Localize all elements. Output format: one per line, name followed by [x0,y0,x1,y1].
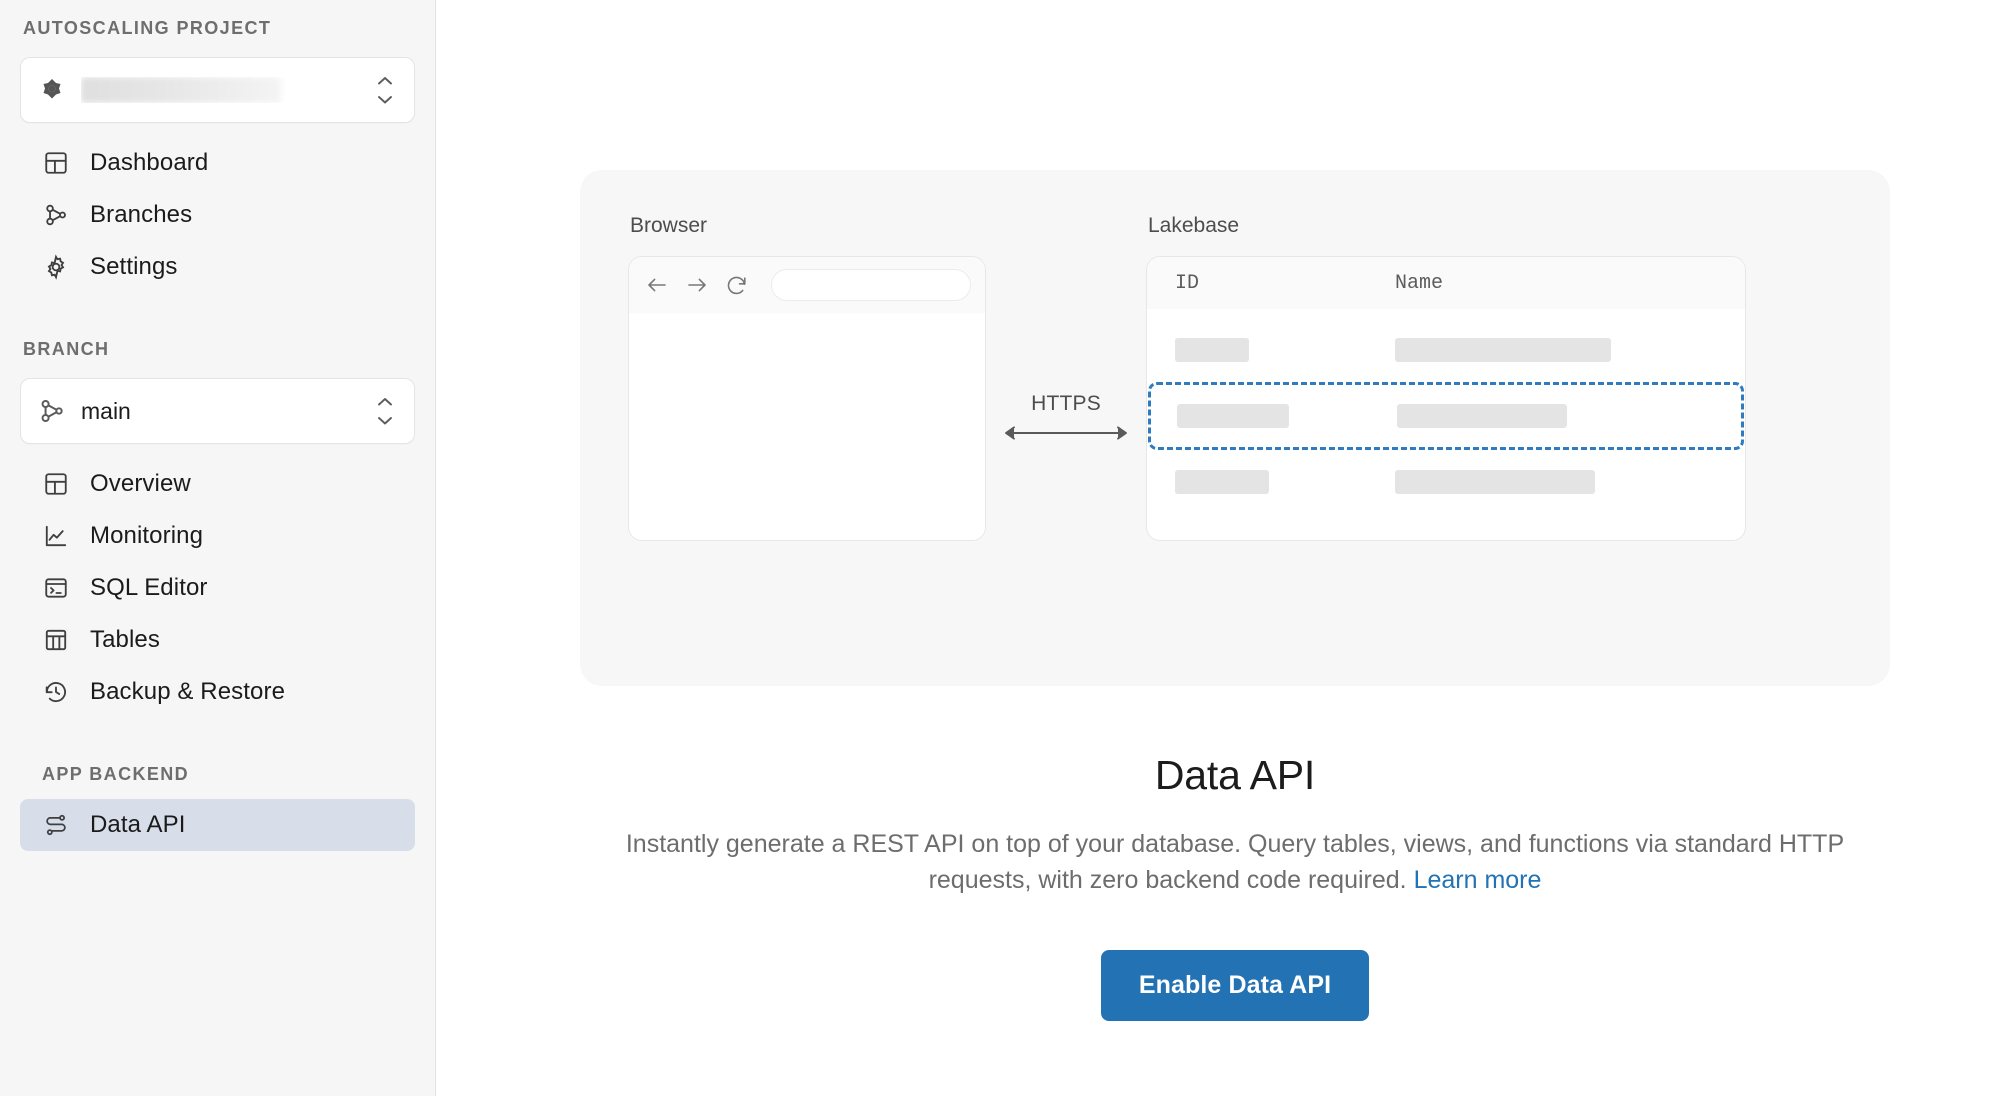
sidebar-item-backup-restore[interactable]: Backup & Restore [20,666,415,718]
redacted-project-name [81,77,281,103]
sidebar-section-label-app-backend: APP BACKEND [42,764,190,784]
sidebar-section-label-branch: BRANCH [23,339,110,359]
gear-icon [42,253,70,281]
page-description-text: Instantly generate a REST API on top of … [625,830,1845,894]
illustration-inner: Browser [628,214,1842,646]
arrow-right-icon[interactable] [685,273,709,297]
cell-placeholder-name [1395,470,1595,494]
data-api-route-icon [42,811,70,839]
sidebar-item-monitoring[interactable]: Monitoring [20,510,415,562]
browser-mock [628,256,986,541]
sidebar: AUTOSCALING PROJECT [0,0,436,1096]
page-title: Data API [1154,752,1316,798]
sidebar-item-tables[interactable]: Tables [20,614,415,666]
sidebar-item-label: Data API [90,811,186,838]
cell-placeholder-name [1397,404,1567,428]
chevron-updown-icon [374,397,396,426]
browser-panel: Browser [628,214,986,541]
branch-icon [37,396,67,426]
double-arrow-icon [1000,422,1132,449]
illustration-card: Browser [580,170,1890,686]
branch-selector[interactable]: main [20,378,415,444]
table-row[interactable] [1147,449,1745,515]
headline-block: Data API Instantly generate a REST API o… [580,752,1890,1021]
project-diamond-icon [37,75,67,105]
terminal-icon [42,574,70,602]
sidebar-item-label: SQL Editor [90,574,208,601]
sidebar-item-dashboard[interactable]: Dashboard [20,137,415,189]
cell-placeholder-name [1395,338,1611,362]
enable-data-api-button[interactable]: Enable Data API [1100,950,1370,1021]
column-header-name: Name [1395,271,1444,295]
table-body [1147,309,1745,515]
reload-icon[interactable] [725,273,749,297]
cta-wrapper: Enable Data API [580,950,1890,1021]
browser-url-bar[interactable] [771,269,971,301]
sidebar-item-overview[interactable]: Overview [20,458,415,510]
arrow-left-icon[interactable] [645,273,669,297]
sidebar-item-label: Monitoring [90,522,204,549]
sidebar-item-label: Overview [90,470,191,497]
table-row[interactable] [1148,382,1744,450]
project-selector-value [81,77,374,103]
dashboard-grid-icon [42,149,70,177]
app-backend-nav: Data API [20,799,415,851]
cell-placeholder-id [1175,338,1249,362]
browser-toolbar [629,257,985,313]
column-header-id: ID [1175,271,1200,295]
dashboard-grid-icon [42,470,70,498]
https-label: HTTPS [1031,392,1101,415]
lakebase-caption: Lakebase [1148,214,1240,237]
chevron-updown-icon [374,76,396,105]
sidebar-item-branches[interactable]: Branches [20,189,415,241]
branch-nav: Overview Monitoring SQL Editor [20,458,415,718]
sidebar-item-label: Settings [90,253,178,280]
page-description: Instantly generate a REST API on top of … [600,827,1870,898]
branch-selector-value: main [81,397,131,424]
sidebar-item-label: Branches [90,201,193,228]
branch-icon [42,201,70,229]
sidebar-section-label-project: AUTOSCALING PROJECT [23,18,272,38]
project-selector[interactable] [20,57,415,123]
project-nav: Dashboard Branches Setti [20,137,415,293]
sidebar-item-data-api[interactable]: Data API [20,799,415,851]
line-chart-icon [42,522,70,550]
browser-viewport [629,313,985,540]
lakebase-panel: Lakebase ID Name [1146,214,1746,541]
browser-caption: Browser [630,214,708,237]
lakebase-table-mock: ID Name [1146,256,1746,541]
table-icon [42,626,70,654]
main-content: Browser [436,0,2000,1096]
https-connector: HTTPS [1000,214,1132,449]
sidebar-item-settings[interactable]: Settings [20,241,415,293]
sidebar-item-label: Dashboard [90,149,209,176]
table-header-row: ID Name [1147,257,1745,309]
learn-more-link[interactable]: Learn more [1413,865,1542,894]
content-wrapper: Browser [580,170,1890,1021]
cell-placeholder-id [1177,404,1289,428]
table-row[interactable] [1147,317,1745,383]
sidebar-item-label: Tables [90,626,160,653]
sidebar-item-sql-editor[interactable]: SQL Editor [20,562,415,614]
sidebar-item-label: Backup & Restore [90,678,286,705]
clock-restore-icon [42,678,70,706]
cell-placeholder-id [1175,470,1269,494]
